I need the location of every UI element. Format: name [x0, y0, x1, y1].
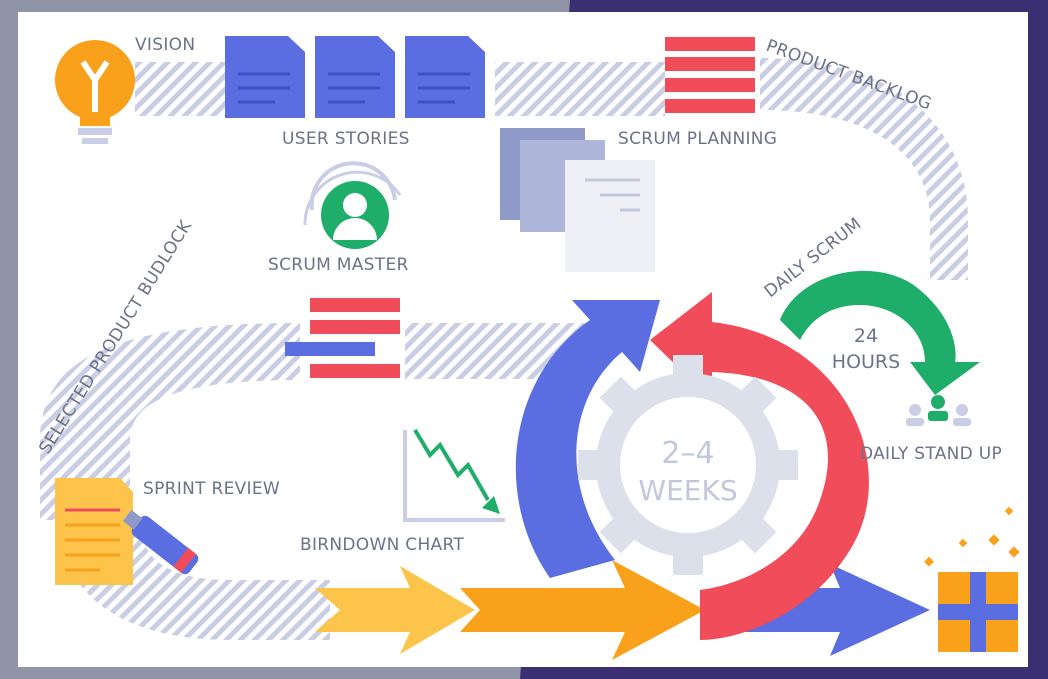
- burndown-chart-label: BIRNDOWN CHART: [300, 535, 464, 555]
- document-icon: [225, 36, 485, 118]
- sprint-length: 2–4: [661, 436, 714, 471]
- hours-value: 24: [854, 325, 878, 347]
- planning-documents-icon: [500, 128, 655, 272]
- stand-up-people-icon: [906, 395, 971, 426]
- sprint-review-label: SPRINT REVIEW: [143, 479, 280, 499]
- road-curve-backlog: [760, 58, 968, 280]
- arrow-blue-right: [735, 564, 930, 656]
- road-user-stories: [495, 62, 665, 116]
- chart-icon: [403, 428, 505, 522]
- daily-scrum-arrow: [780, 270, 980, 395]
- user-stories-label: USER STORIES: [282, 129, 410, 149]
- road-vision: [135, 62, 225, 116]
- sprint-review-document-icon: [55, 478, 133, 585]
- hours-unit: HOURS: [832, 351, 900, 373]
- budlock-list-icon: [285, 298, 400, 378]
- arrow-orange: [460, 560, 705, 660]
- gear-icon: [578, 355, 798, 575]
- lightbulb-icon: [55, 40, 135, 144]
- vision-label: VISION: [135, 35, 195, 55]
- road-left-curve: [40, 323, 300, 520]
- marker-icon: [122, 509, 199, 575]
- gift-icon: [924, 506, 1020, 652]
- arrow-yellow: [315, 566, 475, 654]
- daily-stand-up-label: DAILY STAND UP: [860, 444, 1002, 464]
- scrum-master-label: SCRUM MASTER: [268, 255, 409, 275]
- list-icon: [665, 37, 755, 113]
- person-icon: [303, 161, 402, 249]
- sprint-unit: WEEKS: [638, 474, 737, 507]
- scrum-planning-label: SCRUM PLANNING: [618, 129, 777, 149]
- cycle-arrow-blue: [515, 300, 660, 578]
